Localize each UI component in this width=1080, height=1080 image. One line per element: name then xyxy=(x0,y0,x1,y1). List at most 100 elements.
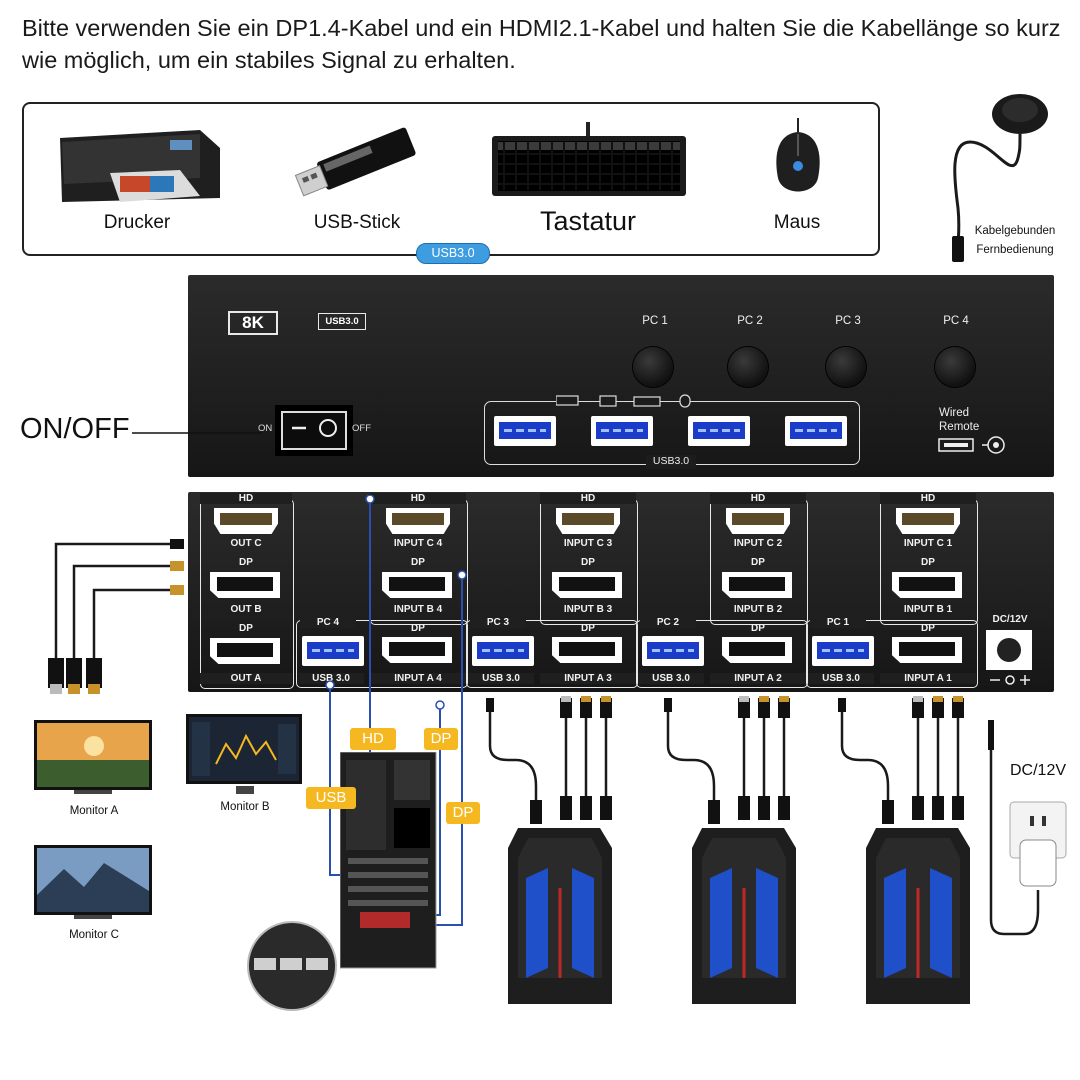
out-c-hdmi-port[interactable] xyxy=(214,508,278,534)
headline-text: Bitte verwenden Sie ein DP1.4-Kabel und … xyxy=(22,15,1061,73)
input-c-label: INPUT C 1 xyxy=(903,538,953,549)
input-b-label: INPUT B 1 xyxy=(903,604,953,615)
front-usb-port-3[interactable] xyxy=(688,416,750,446)
switch-on-label: ON xyxy=(258,423,273,434)
onoff-callout-label: ON/OFF xyxy=(20,413,130,445)
monitor-c-icon xyxy=(34,845,152,919)
monitor-b-icon xyxy=(186,714,302,794)
dc-power-adapter-icon xyxy=(988,720,1067,936)
input-c-hdmi-port[interactable] xyxy=(896,508,960,534)
dc-power-jack[interactable] xyxy=(986,630,1032,670)
remote-port-icon[interactable] xyxy=(938,435,1008,455)
front-usb-port-4[interactable] xyxy=(785,416,847,446)
gaming-pc-tower-2 xyxy=(692,828,796,1004)
power-switch[interactable] xyxy=(275,405,353,456)
usb3-badge: USB3.0 xyxy=(318,313,366,330)
onoff-leader-line xyxy=(132,432,262,434)
usb3-pill-badge: USB3.0 xyxy=(416,243,490,264)
input-b-dp-port[interactable] xyxy=(382,572,452,598)
input-b-label: INPUT B 2 xyxy=(733,604,783,615)
monitor-a-icon xyxy=(34,720,152,794)
input-a-label: INPUT A 1 xyxy=(880,673,976,684)
input-usb-port[interactable] xyxy=(302,636,364,666)
monitor-a-label: Monitor A xyxy=(69,805,119,817)
input-a-dp-port[interactable] xyxy=(892,637,962,663)
input-pc-label: PC 2 xyxy=(640,617,696,628)
gpu-ports-zoom-icon xyxy=(247,921,337,1011)
input-hd-label: HD xyxy=(540,493,636,504)
input-lower-block xyxy=(296,620,468,688)
input-hd-label: HD xyxy=(710,493,806,504)
input-a-dp-port[interactable] xyxy=(722,637,792,663)
dc-polarity-icon xyxy=(990,675,1030,685)
wired-remote-label: Wired Remote xyxy=(939,407,980,433)
input-lower-block xyxy=(466,620,638,688)
device-label-usb-stick: USB-Stick xyxy=(313,212,401,233)
input-b-dp-port[interactable] xyxy=(552,572,622,598)
printer-icon xyxy=(60,130,220,202)
input-dp1-label: DP xyxy=(581,557,595,568)
input-pc-label: PC 1 xyxy=(810,617,866,628)
pc4-tower-icon xyxy=(340,752,437,969)
hd-cable-tag: HD xyxy=(350,728,396,750)
input-usb-label: USB 3.0 xyxy=(298,673,364,684)
pc1-button-label: PC 1 xyxy=(642,315,668,327)
input-lower-block xyxy=(636,620,808,688)
input-a-label: INPUT A 2 xyxy=(710,673,806,684)
input-c-hdmi-port[interactable] xyxy=(386,508,450,534)
input-c-label: INPUT C 4 xyxy=(393,538,443,549)
out-dp2-label: DP xyxy=(239,623,253,634)
input-usb-port[interactable] xyxy=(472,636,534,666)
input-usb-port[interactable] xyxy=(642,636,704,666)
resolution-8k-badge: 8K xyxy=(228,311,278,335)
out-a-label: OUT A xyxy=(200,673,292,684)
input-b-label: INPUT B 4 xyxy=(393,604,443,615)
monitor-c-label: Monitor C xyxy=(69,929,119,941)
pc3-select-button[interactable] xyxy=(826,347,866,387)
input-c-hdmi-port[interactable] xyxy=(556,508,620,534)
gaming-pc-tower-1 xyxy=(508,828,612,1004)
input-b-label: INPUT B 3 xyxy=(563,604,613,615)
dc-power-label: DC/12V xyxy=(1010,762,1067,779)
input-a-dp-port[interactable] xyxy=(382,637,452,663)
pc4-select-button[interactable] xyxy=(935,347,975,387)
input-a-dp-port[interactable] xyxy=(552,637,622,663)
switch-rocker-icon xyxy=(292,419,337,437)
input-a-label: INPUT A 4 xyxy=(370,673,466,684)
input-c-hdmi-port[interactable] xyxy=(726,508,790,534)
input-lower-block xyxy=(806,620,978,688)
input-dp2-label: DP xyxy=(751,623,765,634)
usb-cable-tag: USB xyxy=(306,787,356,809)
out-c-label: OUT C xyxy=(230,538,262,549)
port-icons-row xyxy=(556,394,691,408)
device-label-mouse: Maus xyxy=(773,212,821,233)
keyboard-icon xyxy=(492,122,686,196)
out-b-dp-port[interactable] xyxy=(210,572,280,598)
pc-cable-bundles xyxy=(486,696,964,824)
dp-cable-tag-top: DP xyxy=(424,728,458,750)
input-hd-label: HD xyxy=(370,493,466,504)
input-usb-label: USB 3.0 xyxy=(808,673,874,684)
front-usb-port-2[interactable] xyxy=(591,416,653,446)
wired-remote-icon xyxy=(952,94,1048,262)
dc-input-label: DC/12V xyxy=(992,614,1028,625)
input-dp2-label: DP xyxy=(411,623,425,634)
input-b-dp-port[interactable] xyxy=(722,572,792,598)
front-usb3-label: USB3.0 xyxy=(646,455,696,469)
out-a-dp-port[interactable] xyxy=(210,638,280,664)
output-cables xyxy=(48,539,184,694)
input-dp2-label: DP xyxy=(921,623,935,634)
input-dp1-label: DP xyxy=(751,557,765,568)
front-usb-port-1[interactable] xyxy=(494,416,556,446)
out-b-label: OUT B xyxy=(230,604,262,615)
pc1-select-button[interactable] xyxy=(633,347,673,387)
input-b-dp-port[interactable] xyxy=(892,572,962,598)
input-usb-port[interactable] xyxy=(812,636,874,666)
input-pc-label: PC 3 xyxy=(470,617,526,628)
pc3-button-label: PC 3 xyxy=(835,315,861,327)
input-hd-label: HD xyxy=(880,493,976,504)
mouse-icon xyxy=(776,118,820,192)
input-c-label: INPUT C 2 xyxy=(733,538,783,549)
pc2-select-button[interactable] xyxy=(728,347,768,387)
device-label-printer: Drucker xyxy=(103,212,171,233)
